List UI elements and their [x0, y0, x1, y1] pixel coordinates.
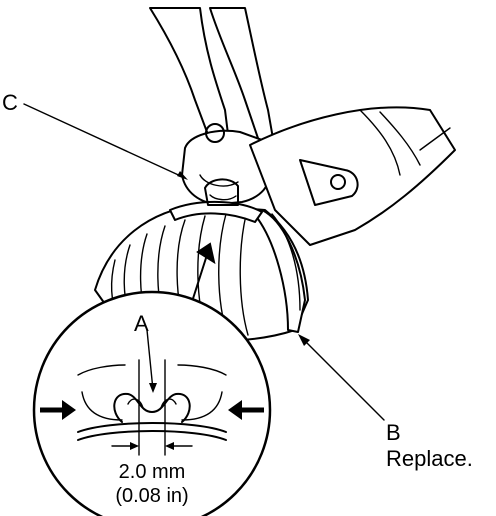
dimension-mm: 2.0 mm [119, 461, 186, 483]
label-b-note: Replace. [386, 446, 473, 471]
detail-view [32, 290, 272, 516]
label-a: A [134, 311, 149, 336]
dimension-in: (0.08 in) [115, 485, 188, 507]
leader-b [299, 335, 385, 421]
label-c: C [2, 90, 18, 115]
leader-c [23, 103, 186, 179]
drive-shaft [249, 106, 456, 246]
crimping-tool [149, 7, 276, 205]
label-b: B [386, 420, 401, 445]
